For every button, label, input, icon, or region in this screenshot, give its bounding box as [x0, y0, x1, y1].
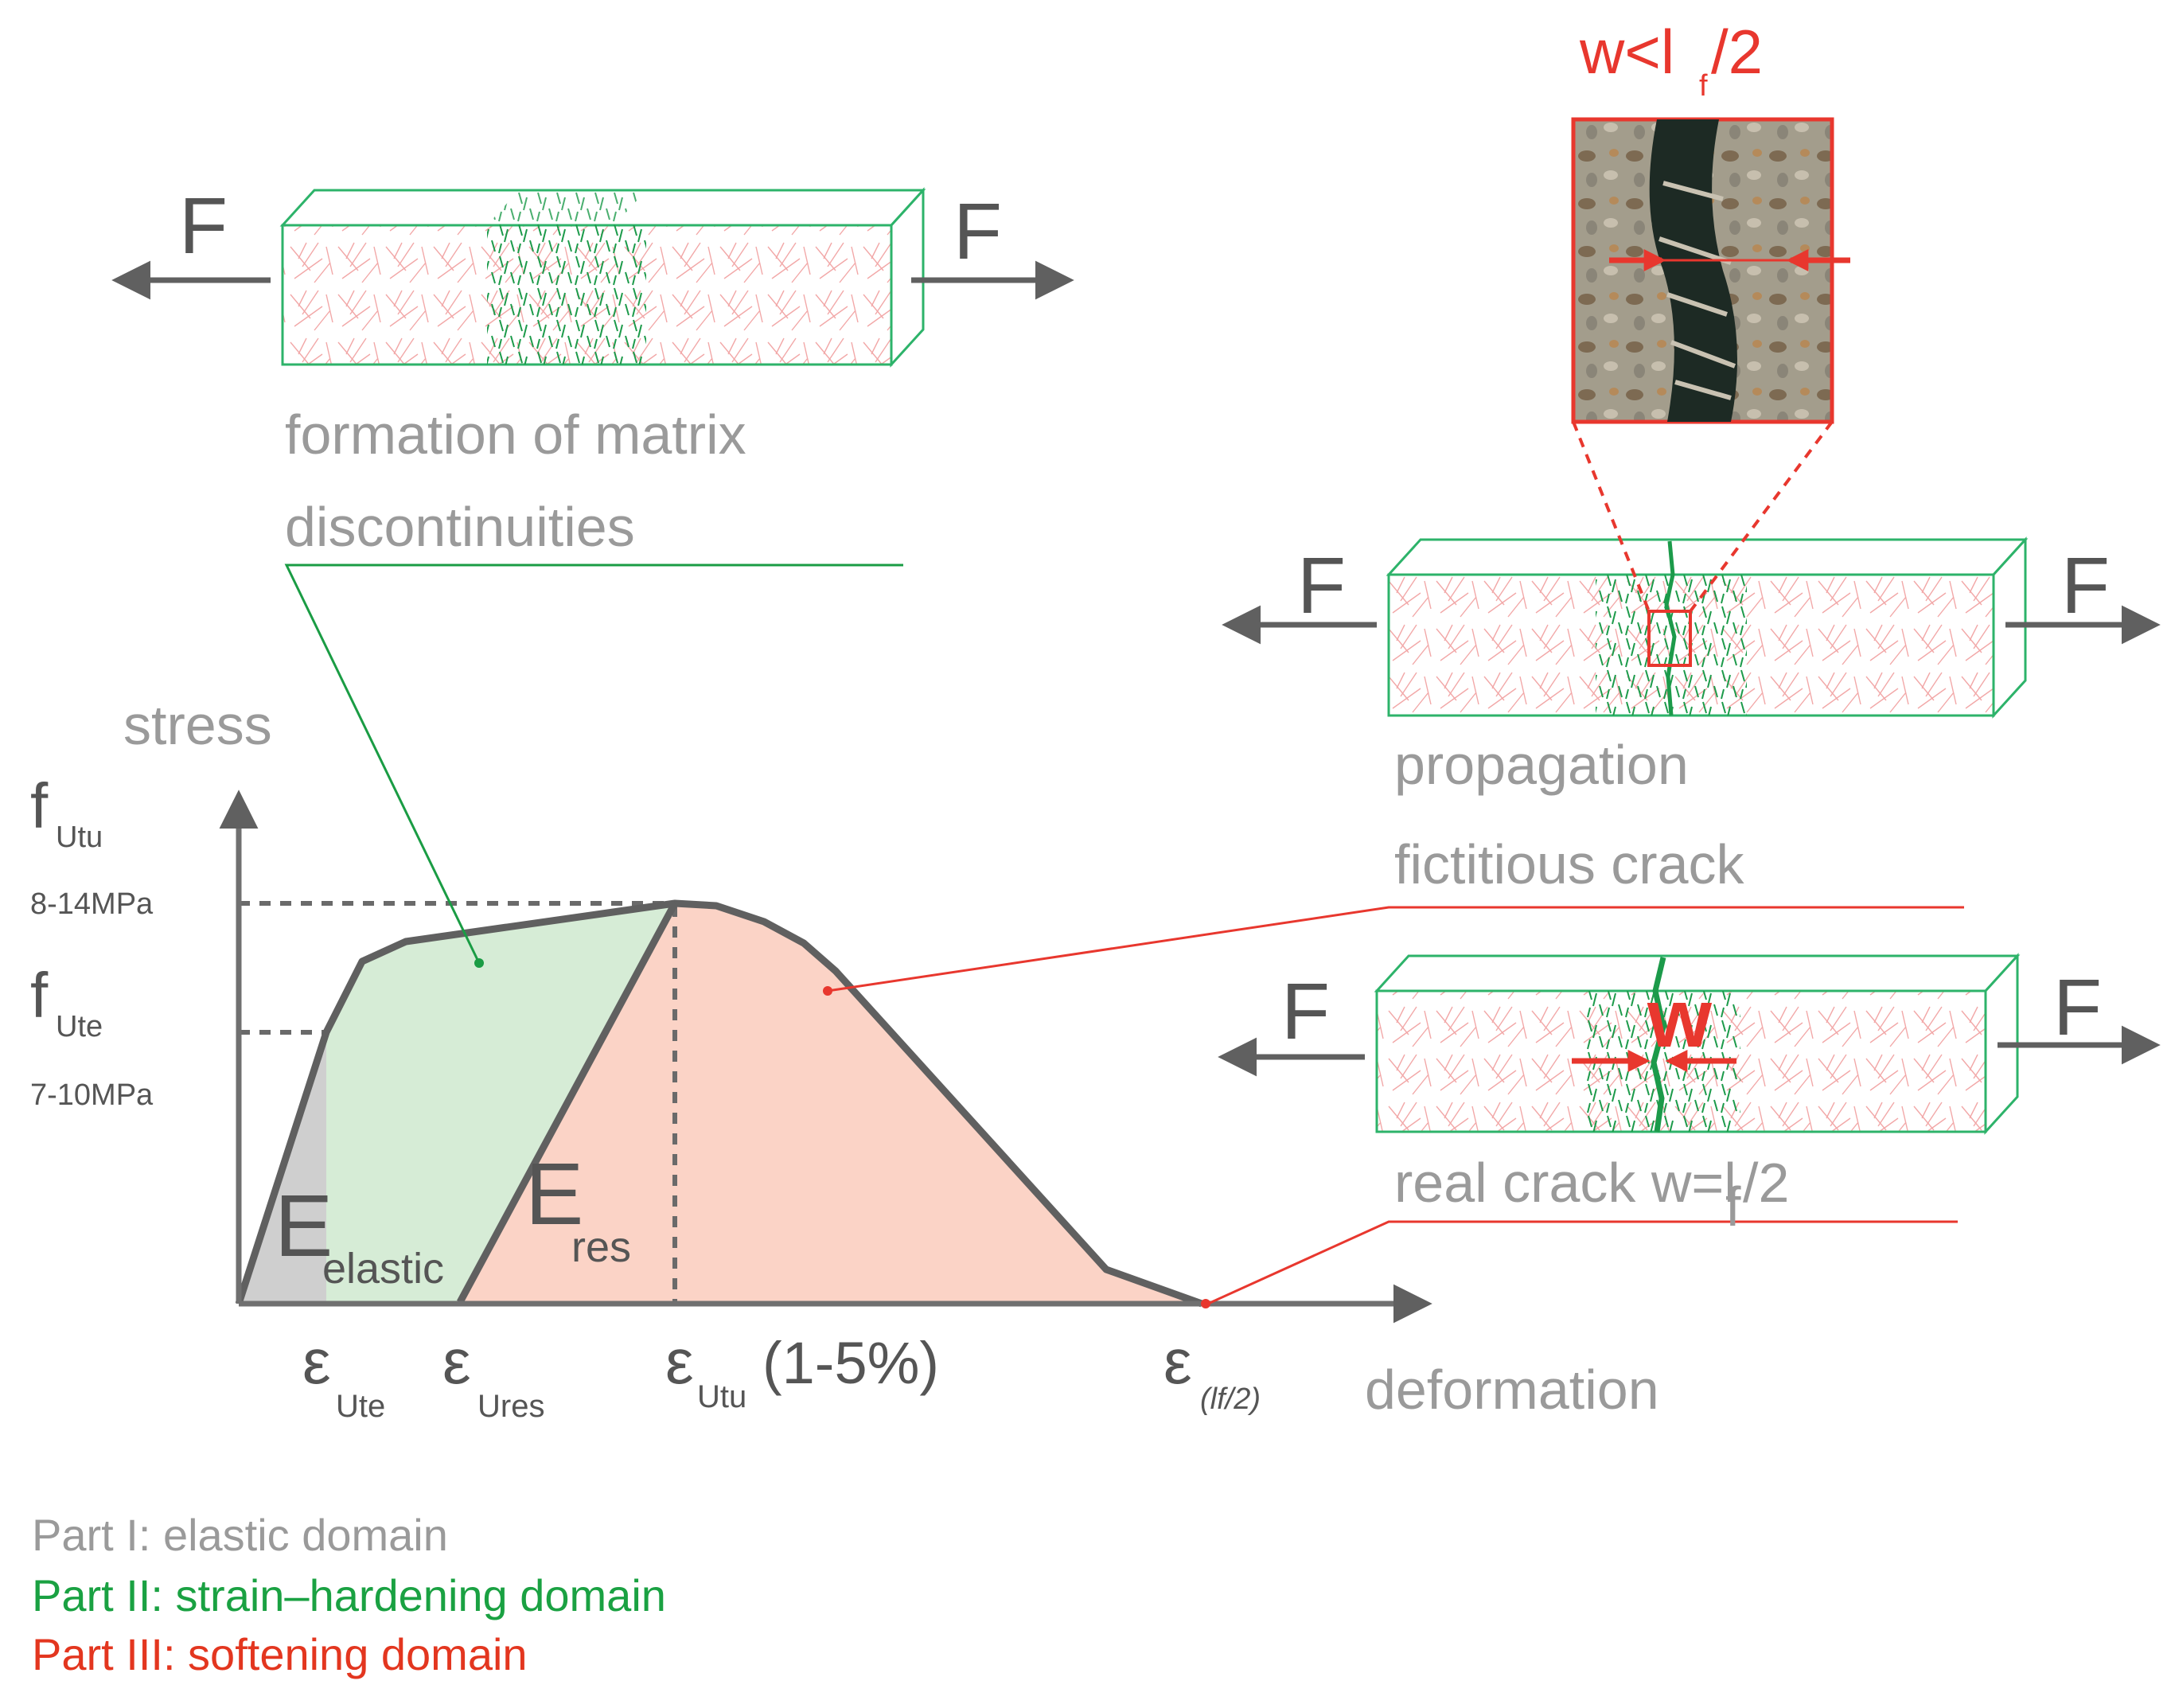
caption-middle-line1: propagation: [1394, 734, 1689, 796]
legend-part3: Part III: softening domain: [32, 1629, 528, 1679]
beam-top-crack-zone-top: [487, 190, 646, 225]
f-ute-value: 7-10MPa: [30, 1078, 154, 1112]
force-label-middle-right: F: [2061, 541, 2110, 630]
e-elastic-subscript: elastic: [322, 1245, 444, 1293]
caption-bottom-subscript: f: [1725, 1176, 1741, 1238]
beam-top-crack-zone: [487, 225, 646, 365]
zoom-connector-right: [1689, 420, 1834, 613]
legend-part1: Part I: elastic domain: [32, 1510, 448, 1560]
e-elastic-label: E elastic: [275, 1177, 444, 1293]
eps-ures-subscript: Ures: [477, 1389, 544, 1424]
beam-middle: F F: [1222, 536, 2161, 719]
eps-ures-symbol: ε: [442, 1326, 471, 1397]
f-utu-subscript: Utu: [56, 821, 103, 854]
zoom-photo-crack: [1649, 119, 1737, 422]
caption-middle-line2: fictitious crack: [1394, 833, 1745, 895]
legend: Part I: elastic domain Part II: strain–h…: [32, 1510, 666, 1679]
force-label-bottom-left: F: [1281, 967, 1330, 1056]
eps-ute-label: ε Ute: [302, 1326, 385, 1424]
caption-bottom: real crack w=l f /2: [1394, 1152, 1789, 1238]
eps-lf-label: ε (lf/2): [1163, 1326, 1261, 1416]
beam-bottom-crack: [1651, 957, 1666, 1133]
legend-part2: Part II: strain–hardening domain: [32, 1570, 666, 1620]
force-label-top-right: F: [953, 187, 1002, 276]
force-label-middle-left: F: [1297, 541, 1346, 630]
caption-bottom-prefix: real crack w=l: [1394, 1152, 1736, 1214]
beam-top: F F: [111, 181, 1074, 368]
softening-region: [460, 903, 1202, 1304]
force-label-bottom-right: F: [2053, 963, 2102, 1052]
eps-lf-symbol: ε: [1163, 1326, 1192, 1397]
hardening-region: [326, 903, 675, 1304]
failure-point: [1201, 1299, 1210, 1308]
eps-ute-symbol: ε: [302, 1326, 331, 1397]
caption-top-line2: discontinuities: [285, 496, 635, 558]
e-res-label: E res: [525, 1145, 631, 1271]
leader-line-hardening: [284, 563, 903, 964]
e-res-subscript: res: [571, 1223, 631, 1271]
eps-utu-subscript: Utu: [697, 1379, 746, 1414]
zoom-label: w<l f /2: [1579, 17, 1763, 103]
f-ute-subscript: Ute: [56, 1010, 103, 1043]
zoom-marker-box: [1647, 610, 1692, 667]
crack-width-label: w: [1647, 973, 1713, 1065]
zoom-label-prefix: w<l: [1579, 17, 1674, 87]
beam-middle-top-face: [1386, 538, 2029, 576]
eps-utu-label: ε Utu (1-5%): [665, 1326, 939, 1414]
stress-strain-curve: [235, 899, 1203, 1308]
beam-bottom: w F F: [1218, 953, 2161, 1135]
unloading-line: [457, 901, 678, 1304]
eps-lf-subscript: (lf/2): [1200, 1382, 1261, 1416]
force-label-top-left: F: [179, 181, 228, 271]
chart-area: [219, 790, 1432, 1324]
eps-ute-subscript: Ute: [336, 1389, 385, 1424]
f-utu-label: f Utu 8-14MPa: [30, 770, 154, 921]
leader-line-failure: [1207, 1220, 1958, 1305]
zoom-label-suffix: /2: [1711, 17, 1763, 87]
e-elastic-symbol: E: [275, 1177, 333, 1275]
eps-utu-symbol: ε: [665, 1326, 694, 1397]
leader-dot-hardening: [474, 958, 484, 968]
zoom-photo-fibres: [1658, 181, 1736, 400]
f-utu-value: 8-14MPa: [30, 887, 154, 921]
x-axis-title: deformation: [1365, 1359, 1659, 1421]
eps-utu-suffix: (1-5%): [762, 1330, 939, 1396]
y-axis-title: stress: [123, 694, 272, 756]
leader-line-softening: [827, 906, 1964, 992]
f-ute-symbol: f: [30, 960, 49, 1031]
f-utu-symbol: f: [30, 770, 49, 841]
eps-ures-label: ε Ures: [442, 1326, 544, 1424]
caption-top-line1: formation of matrix: [285, 404, 746, 466]
zoom-inset: w<l f /2: [1571, 17, 1850, 613]
caption-bottom-suffix: /2: [1743, 1152, 1789, 1214]
leader-dot-softening: [823, 986, 832, 996]
e-res-symbol: E: [525, 1145, 583, 1243]
f-ute-label: f Ute 7-10MPa: [30, 960, 154, 1112]
beam-middle-crack: [1664, 540, 1677, 716]
zoom-label-subscript: f: [1699, 69, 1708, 103]
